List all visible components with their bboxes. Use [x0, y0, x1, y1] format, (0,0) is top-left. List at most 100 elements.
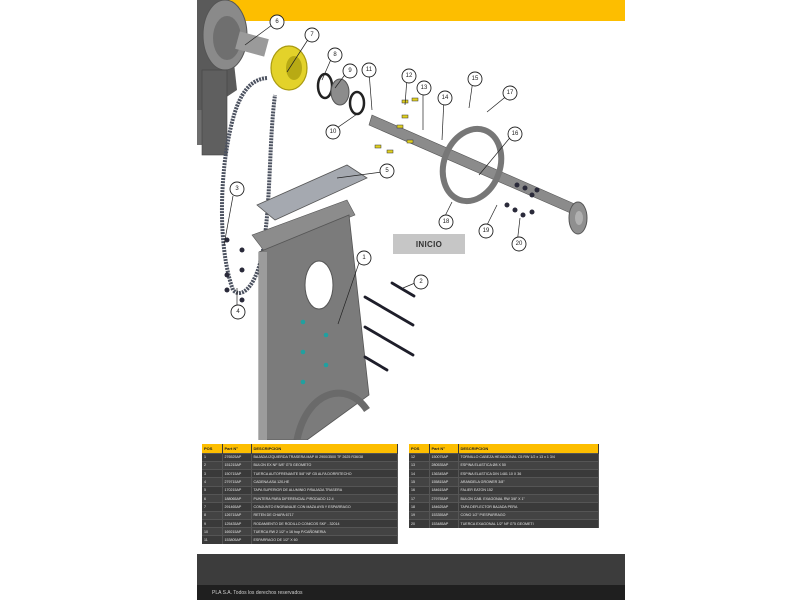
exploded-view-diagram: 1 2 3 4 5 6 7 8 9 10 11 12 13 14 15 16 1…: [197, 0, 588, 440]
cell-description: CADENA ASA 120-HE: [251, 477, 398, 487]
sprocket-gear: [270, 45, 308, 91]
cell-pos: 4: [202, 477, 223, 487]
callout-2: 2: [413, 274, 429, 290]
catalog-page: 1 2 3 4 5 6 7 8 9 10 11 12 13 14 15 16 1…: [197, 0, 625, 600]
cell-description: RODAMIENTO DE RODILLO CONICOS SKF - 3201…: [251, 518, 398, 528]
cell-part-number: 169215AP: [222, 527, 252, 536]
cell-pos: 5: [202, 485, 223, 495]
cell-pos: 6: [202, 493, 223, 503]
callout-18: 18: [438, 214, 454, 230]
svg-text:19: 19: [483, 228, 490, 234]
cell-description: TORNILLO CABEZA HEXAGONAL C5 RW 1/2 x 13…: [458, 452, 599, 462]
cell-pos: 17: [409, 493, 430, 503]
cell-description: ESPINA ELASTICA Ø8 X 50: [458, 460, 599, 470]
cell-part-number: 188065AP: [222, 493, 252, 503]
cell-pos: 19: [409, 510, 430, 520]
cell-part-number: 184625AP: [429, 502, 459, 512]
svg-text:15: 15: [472, 76, 479, 82]
callout-11: 11: [361, 62, 377, 78]
svg-text:8: 8: [333, 52, 337, 58]
cell-pos: 11: [202, 535, 223, 545]
cell-part-number: 151215AP: [222, 460, 252, 470]
cell-part-number: 280535AP: [429, 460, 459, 470]
svg-text:9: 9: [348, 68, 352, 74]
callout-8: 8: [327, 47, 343, 63]
cell-part-number: 184615AP: [429, 485, 459, 495]
cell-description: CONO 1/2" P/ESPARRAGO: [458, 510, 599, 520]
header-part: Part N°: [429, 444, 459, 453]
cell-description: ESPINA ELASTICA DIN 1481 10 X 36: [458, 469, 599, 478]
svg-text:17: 17: [507, 90, 514, 96]
svg-text:13: 13: [421, 85, 428, 91]
svg-text:11: 11: [366, 67, 373, 73]
cell-part-number: 153355AP: [429, 510, 459, 520]
callout-9: 9: [342, 63, 358, 79]
callout-13: 13: [416, 80, 432, 96]
cell-pos: 20: [409, 518, 430, 528]
callout-6: 6: [269, 14, 285, 30]
cell-description: BULON CAB. EXAGONAL RW 3/8" X 1": [458, 493, 599, 503]
cell-description: FALIER EATON 152: [458, 485, 599, 495]
cell-description: RETEN DE CHAPA 6717: [251, 510, 398, 520]
drive-chain: [219, 76, 277, 295]
callout-1: 1: [356, 250, 372, 266]
footer: PLA S.A. Todos los derechos reservados: [197, 585, 625, 600]
deflector-ring: [439, 125, 505, 205]
cell-part-number: 155815AP: [429, 477, 459, 487]
svg-text:14: 14: [442, 95, 449, 101]
callout-14: 14: [437, 90, 453, 106]
header-accent-bar: [197, 0, 625, 21]
inicio-button[interactable]: INICIO: [393, 234, 465, 254]
cell-description: ESPARRAGO DE 1/2" X 60: [251, 535, 398, 545]
nut-group: [224, 182, 540, 303]
svg-text:4: 4: [236, 309, 240, 315]
footer-band: [197, 554, 625, 585]
cell-description: BULON EX NF 5/8" G°5 GEOMETO: [251, 460, 398, 470]
axle-shaft: [368, 114, 588, 235]
header-desc: DESCRIPCION: [458, 444, 599, 453]
cell-pos: 13: [409, 460, 430, 470]
svg-text:3: 3: [235, 186, 239, 192]
differential-housing: [197, 0, 269, 156]
callout-4: 4: [230, 304, 246, 320]
cell-pos: 2: [202, 460, 223, 470]
cell-part-number: 279715AP: [222, 477, 252, 487]
cell-description: TUERCA AUTOFRENANTE 5/8" NF G5 ALFA DORR…: [251, 469, 398, 478]
main-frame: [251, 199, 370, 440]
cell-description: TUERCA RW 2 1/2" x 16 hop P/CAÑONERIA: [251, 527, 398, 536]
cell-pos: 12: [409, 452, 430, 462]
cell-description: PUNTERA PARA DIFERENCIAL P/RODADO 12.4: [251, 493, 398, 503]
cell-pos: 1: [202, 452, 223, 462]
svg-text:2: 2: [419, 279, 423, 285]
svg-text:7: 7: [310, 32, 314, 38]
cell-part-number: 170215AP: [222, 485, 252, 495]
header-pos: POS: [409, 444, 430, 453]
table-header-row: POS Part N° DESCRIPCION: [409, 444, 599, 453]
cell-description: TAPA SUPERIOR DE ALUMINIO P/BAJADA TRASE…: [251, 485, 398, 495]
cell-part-number: 279755AP: [429, 493, 459, 503]
callout-15: 15: [467, 71, 483, 87]
aluminium-cover: [256, 164, 368, 221]
cell-pos: 7: [202, 502, 223, 512]
cell-description: TAPA DEFLECTOR BAJADA PERA: [458, 502, 599, 512]
callout-12: 12: [401, 68, 417, 84]
cell-pos: 9: [202, 518, 223, 528]
cell-pos: 15: [409, 477, 430, 487]
copyright-text: PLA S.A. Todos los derechos reservados: [212, 589, 303, 596]
